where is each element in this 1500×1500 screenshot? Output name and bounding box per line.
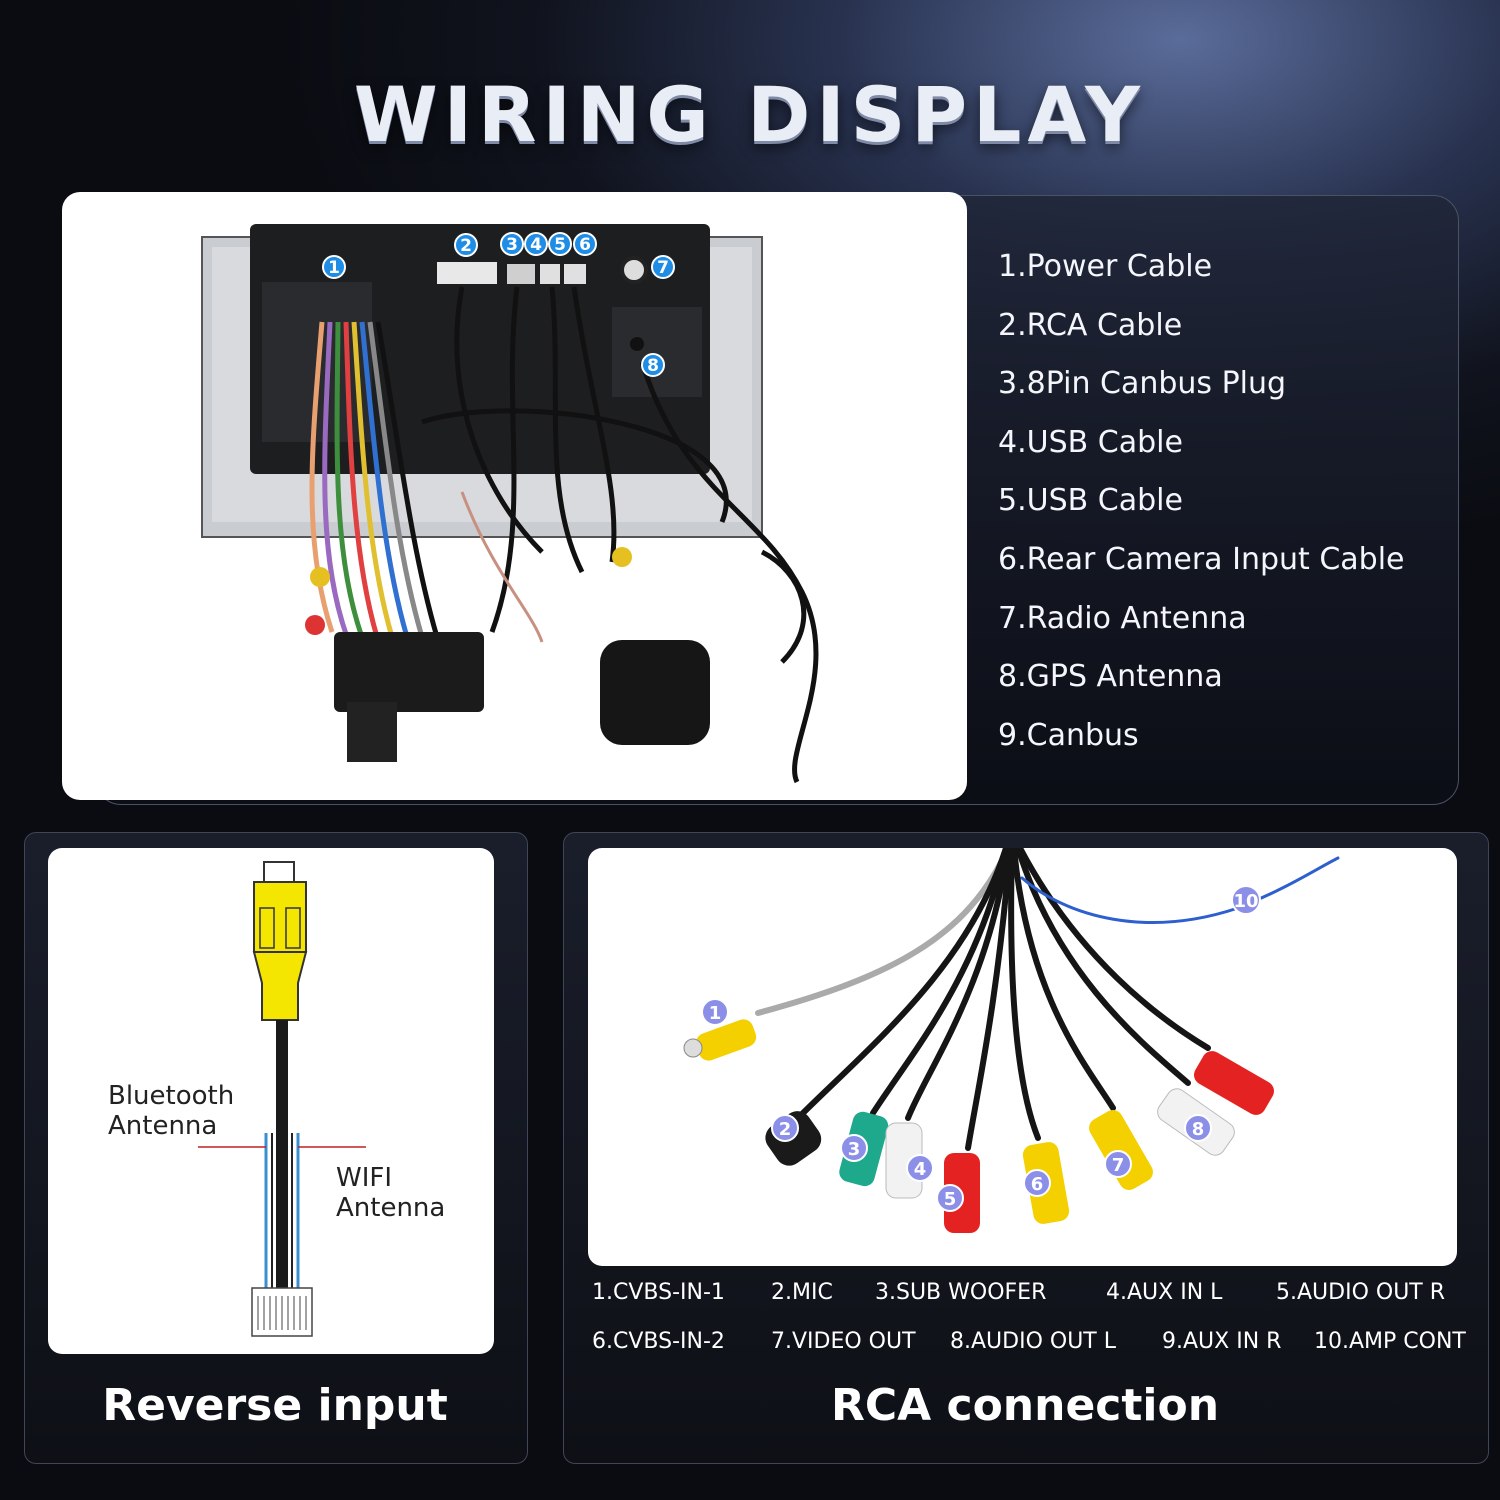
svg-text:6: 6: [579, 235, 591, 255]
svg-text:8: 8: [1192, 1119, 1205, 1140]
svg-text:8: 8: [647, 356, 659, 376]
photo-badge-1: 1: [322, 255, 346, 279]
list-item: 7.Radio Antenna: [998, 600, 1247, 636]
rca-badge-2: 2: [771, 1114, 799, 1142]
usb-plug-a: [540, 264, 560, 284]
rca-cable-fan: [755, 848, 1340, 1151]
rca-label: 5.AUDIO OUT R: [1276, 1280, 1446, 1305]
rca-label: 10.AMP CONT: [1314, 1329, 1466, 1354]
list-item: 5.USB Cable: [998, 483, 1183, 519]
rca-connection-caption: RCA connection: [830, 1380, 1220, 1431]
rca-badge-6: 6: [1023, 1169, 1051, 1197]
harness-plug-lower: [347, 702, 397, 762]
rca-label: 1.CVBS-IN-1: [592, 1280, 725, 1305]
wire-bundle: [309, 286, 819, 784]
canbus-plug: [507, 264, 535, 284]
rca-plug-yellow-right: [612, 547, 632, 567]
list-item: 1.Power Cable: [998, 249, 1213, 284]
photo-badge-5: 5: [548, 232, 572, 256]
head-unit-photo: 1 2 3 4 5 6 7 8: [62, 192, 967, 800]
rca-label: 8.AUDIO OUT L: [950, 1329, 1116, 1354]
rca-badge-3: 3: [840, 1134, 868, 1162]
gps-antenna-puck: [600, 640, 710, 745]
svg-text:6: 6: [1031, 1174, 1044, 1195]
svg-text:5: 5: [554, 235, 566, 255]
bluetooth-label-line2: Antenna: [108, 1111, 217, 1141]
wifi-label-line1: WIFI: [336, 1163, 392, 1193]
bluetooth-label-line1: Bluetooth: [108, 1081, 234, 1111]
head-unit-illustration: 1 2 3 4 5 6 7 8: [201, 224, 819, 784]
rca-label: 2.MIC: [771, 1280, 833, 1305]
svg-text:2: 2: [779, 1119, 792, 1140]
component-list: 1.Power Cable 2.RCA Cable 3.8Pin Canbus …: [998, 238, 1458, 765]
rca-connection-diagram: 1 2 3 4 5 6 7 8 10: [588, 848, 1457, 1266]
photo-badge-6: 6: [573, 232, 597, 256]
rca-label: 6.CVBS-IN-2: [592, 1329, 725, 1354]
list-item: 6.Rear Camera Input Cable: [998, 541, 1405, 577]
list-item: 3.8Pin Canbus Plug: [998, 366, 1287, 402]
gps-socket: [612, 307, 702, 397]
photo-badge-4: 4: [524, 232, 548, 256]
rca-plug-red: [305, 615, 325, 635]
usb-plug-b: [564, 264, 586, 284]
rca-label: 7.VIDEO OUT: [771, 1329, 916, 1354]
rca-badge-5: 5: [936, 1184, 964, 1212]
svg-text:10: 10: [1233, 891, 1258, 912]
list-item: 4.USB Cable: [998, 424, 1183, 460]
svg-text:3: 3: [848, 1139, 861, 1160]
rca-plug-yellow: [310, 567, 330, 587]
video-cable: [276, 1020, 288, 1290]
svg-text:7: 7: [657, 258, 669, 278]
svg-text:1: 1: [328, 258, 340, 278]
rca-connector-plug: [437, 262, 497, 284]
radio-antenna-port: [620, 256, 648, 284]
reverse-input-caption: Reverse input: [102, 1380, 448, 1431]
photo-badge-7: 7: [651, 255, 675, 279]
wifi-label-line2: Antenna: [336, 1193, 445, 1223]
photo-badge-8: 8: [641, 353, 665, 377]
photo-badge-3: 3: [500, 232, 524, 256]
rca-fan-illustration: 1 2 3 4 5 6 7 8 10: [683, 848, 1340, 1233]
svg-text:4: 4: [530, 235, 542, 255]
rca-plug-1: [683, 1019, 757, 1061]
gps-port: [630, 337, 644, 351]
rca-label: 9.AUX IN R: [1162, 1329, 1282, 1354]
svg-text:1: 1: [709, 1003, 722, 1024]
reverse-cable-illustration: Bluetooth Antenna WIFI Antenna: [108, 861, 445, 1337]
list-item: 2.RCA Cable: [998, 307, 1183, 343]
rca-badge-4: 4: [906, 1154, 934, 1182]
rca-badge-8: 8: [1184, 1114, 1212, 1142]
svg-text:7: 7: [1112, 1155, 1125, 1176]
svg-text:5: 5: [944, 1189, 957, 1210]
rca-label: 4.AUX IN L: [1106, 1280, 1223, 1305]
rca-tip: [263, 861, 295, 885]
rca-badge-1: 1: [701, 998, 729, 1026]
page-title: WIRING DISPLAY: [353, 70, 1147, 159]
rca-plug-7: [1089, 1110, 1153, 1190]
reverse-input-diagram: Bluetooth Antenna WIFI Antenna: [48, 848, 494, 1354]
list-item: 9.Canbus: [998, 717, 1139, 753]
svg-text:4: 4: [914, 1159, 927, 1180]
rca-plug-9: [1194, 1051, 1274, 1115]
list-item: 8.GPS Antenna: [998, 659, 1223, 695]
rca-badge-10: 10: [1231, 885, 1261, 915]
rca-badge-7: 7: [1104, 1150, 1132, 1178]
photo-badge-2: 2: [454, 233, 478, 257]
rca-label: 3.SUB WOOFER: [875, 1280, 1047, 1305]
harness-plug: [334, 632, 484, 712]
svg-text:2: 2: [460, 236, 472, 256]
svg-text:3: 3: [506, 235, 518, 255]
rca-body-lower: [252, 951, 308, 1021]
